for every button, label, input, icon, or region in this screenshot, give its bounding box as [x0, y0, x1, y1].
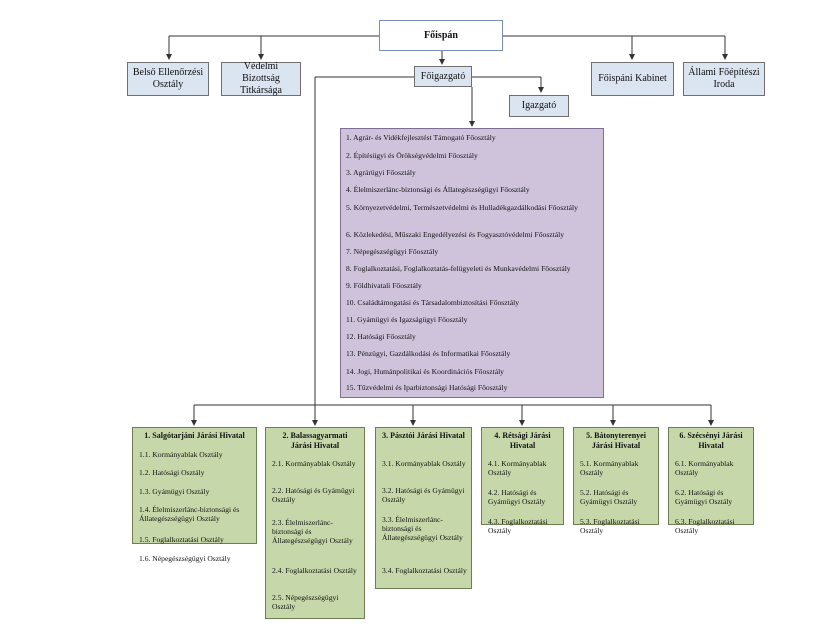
fospan-box: Főispán: [379, 20, 503, 51]
foosztaly-item: 15. Tűzvédelmi és Iparbiztonsági Hatóság…: [346, 383, 508, 392]
fospani-kabinet-label: Főispáni Kabinet: [598, 73, 667, 84]
jarasi-osztaly-item: 3.2. Hatósági és Gyámügyi Osztály: [382, 486, 465, 505]
jarasi-osztaly-item: 5.2. Hatósági és Gyámügyi Osztály: [580, 488, 638, 507]
foosztaly-item: 1. Agrár- és Vidékfejlesztést Támogató F…: [346, 133, 496, 142]
foosztaly-item: 12. Hatósági Főosztály: [346, 332, 416, 341]
foosztalyok-box: 1. Agrár- és Vidékfejlesztést Támogató F…: [340, 128, 604, 398]
igazgato-label: Igazgató: [521, 100, 557, 111]
foosztaly-item: 9. Földhivatali Főosztály: [346, 281, 422, 290]
jarasi-osztaly-item: 3.4. Foglalkoztatási Osztály: [382, 566, 467, 575]
foosztaly-item: 14. Jogi, Humánpolitikai és Koordinációs…: [346, 367, 504, 376]
jarasi-hivatal-title: 4. Rétsági Járási Hivatal: [494, 431, 551, 450]
jarasi-osztaly-item: 6.1. Kormányablak Osztály: [675, 459, 734, 478]
jarasi-osztaly-item: 2.5. Népegészségügyi Osztály: [272, 593, 339, 612]
foosztaly-item: 3. Agrárügyi Főosztály: [346, 168, 416, 177]
jarasi-hivatal-title: 2. Balassagyarmati Járási Hivatal: [282, 431, 348, 450]
jarasi-osztaly-item: 2.3. Élelmiszerlánc-biztonsági és Állate…: [272, 518, 353, 546]
jarasi-osztaly-item: 2.4. Foglalkoztatási Osztály: [272, 566, 357, 575]
foosztaly-item: 13. Pénzügyi, Gazdálkodási és Informatik…: [346, 349, 511, 358]
jarasi-osztaly-item: 1.3. Gyámügyi Osztály: [139, 487, 210, 496]
fospani-kabinet-box: Főispáni Kabinet: [591, 62, 674, 96]
foosztaly-item: 10. Családtámogatási és Társadalombiztos…: [346, 298, 520, 307]
jarasi-hivatal-title: 6. Szécsényi Járási Hivatal: [679, 431, 743, 450]
jarasi-osztaly-item: 1.6. Népegészségügyi Osztály: [139, 554, 231, 563]
foosztaly-item: 4. Élelmiszerlánc-biztonsági és Állategé…: [346, 185, 530, 194]
jarasi-hivatal-box: 5. Bátonyterenyei Járási Hivatal 5.1. Kor…: [573, 427, 659, 535]
jarasi-osztaly-item: 4.3. Foglalkoztatási Osztály: [488, 517, 548, 536]
jarasi-hivatal-box: 3. Pásztói Járási Hivatal 3.1. Kormányabl…: [375, 427, 472, 589]
jarasi-osztaly-item: 5.3. Foglalkoztatási Osztály: [580, 517, 640, 536]
jarasi-osztaly-item: 6.2. Hatósági és Gyámügyi Osztály: [675, 488, 733, 507]
jarasi-osztaly-item: 6.3. Foglalkoztatási Osztály: [675, 517, 735, 536]
foosztaly-item: 8. Foglalkoztatási, Foglalkoztatás-felüg…: [346, 264, 571, 273]
fospan-label: Főispán: [424, 30, 458, 41]
jarasi-hivatal-title: 3. Pásztói Járási Hivatal: [382, 431, 465, 440]
jarasi-osztaly-item: 3.1. Kormányablak Osztály: [382, 459, 466, 468]
foosztaly-item: 5. Környezetvédelmi, Természetvédelmi és…: [346, 203, 578, 212]
jarasi-hivatal-title: 5. Bátonyterenyei Járási Hivatal: [586, 431, 646, 450]
jarasi-osztaly-item: 2.1. Kormányablak Osztály: [272, 459, 356, 468]
foigazgato-label: Főigazgató: [420, 70, 466, 82]
jarasi-hivatal-title: 1. Salgótarjáni Járási Hivatal: [144, 431, 245, 440]
foepiteszi-iroda-box: Állami Főépítészi Iroda: [683, 62, 765, 96]
foepiteszi-iroda-label: Állami Főépítészi Iroda: [688, 67, 760, 90]
jarasi-osztaly-item: 5.1. Kormányablak Osztály: [580, 459, 639, 478]
foosztaly-item: 11. Gyámügyi és Igazságügyi Főosztály: [346, 315, 468, 324]
jarasi-hivatal-box: 6. Szécsényi Járási Hivatal 6.1. Kormánya…: [668, 427, 754, 535]
jarasi-osztaly-item: 1.1. Kormányablak Osztály: [139, 450, 223, 459]
foosztaly-item: 2. Építésügyi és Örökségvédelmi Főosztál…: [346, 151, 478, 160]
belso-ellenorzesi-label: Belső Ellenőrzési Osztály: [132, 67, 204, 90]
jarasi-osztaly-item: 1.2. Hatósági Osztály: [139, 468, 205, 477]
jarasi-hivatal-box: 4. Rétsági Járási Hivatal 4.1. Kormányabl…: [481, 427, 564, 535]
jarasi-osztaly-item: 2.2. Hatósági és Gyámügyi Osztály: [272, 486, 355, 505]
vedelmi-bizottsag-label: Védelmi Bizottság Titkársága: [240, 61, 282, 96]
jarasi-osztaly-item: 1.4. Élelmiszerlánc-biztonsági és Állate…: [139, 505, 240, 524]
vedelmi-bizottsag-box: Védelmi Bizottság Titkársága: [221, 61, 301, 96]
belso-ellenorzesi-box: Belső Ellenőrzési Osztály: [127, 62, 209, 96]
foosztaly-item: 7. Népegészségügyi Főosztály: [346, 247, 439, 256]
jarasi-osztaly-item: 4.2. Hatósági és Gyámügyi Osztály: [488, 488, 546, 507]
igazgato-box: Igazgató: [509, 95, 569, 117]
foigazgato-box: Főigazgató: [414, 66, 472, 87]
foosztaly-item: 6. Közlekedési, Műszaki Engedélyezési és…: [346, 230, 565, 239]
jarasi-hivatal-box: 2. Balassagyarmati Járási Hivatal 2.1. Ko…: [265, 427, 365, 619]
jarasi-osztaly-item: 3.3. Élelmiszerlánc-biztonsági és Állate…: [382, 515, 463, 543]
jarasi-osztaly-item: 4.1. Kormányablak Osztály: [488, 459, 547, 478]
jarasi-hivatal-box: 1. Salgótarjáni Járási Hivatal 1.1. Kormá…: [132, 427, 257, 563]
jarasi-osztaly-item: 1.5. Foglalkoztatási Osztály: [139, 535, 224, 544]
